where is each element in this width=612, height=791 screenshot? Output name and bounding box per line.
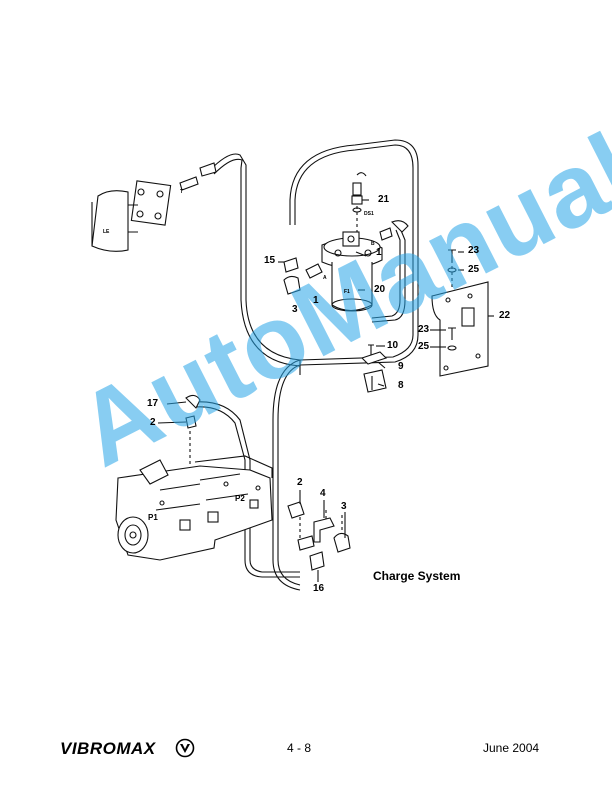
callout-3-upper: 3 bbox=[292, 304, 298, 315]
callout-1-filter: 1 bbox=[376, 247, 382, 258]
publication-date: June 2004 bbox=[483, 741, 540, 755]
label-f1: F1 bbox=[344, 289, 350, 295]
callout-17: 17 bbox=[147, 398, 159, 409]
callout-16: 16 bbox=[313, 583, 325, 594]
label-port-b: B bbox=[371, 241, 375, 247]
hose-filter-right bbox=[371, 227, 406, 323]
switch-ds1 bbox=[351, 172, 367, 213]
callout-20: 20 bbox=[374, 284, 386, 295]
callout-3-lower: 3 bbox=[341, 501, 347, 512]
clamp-8 bbox=[363, 369, 387, 393]
callout-2-lower: 2 bbox=[297, 477, 303, 488]
callout-25-lower: 25 bbox=[418, 341, 430, 352]
callout-1-fitting: 1 bbox=[313, 295, 319, 306]
callout-15: 15 bbox=[264, 255, 276, 266]
vibromax-v-logo-icon bbox=[175, 738, 195, 758]
callout-2-upper: 2 bbox=[150, 417, 156, 428]
fitting-t bbox=[179, 176, 199, 191]
label-p1: P1 bbox=[148, 513, 158, 522]
callout-10: 10 bbox=[387, 340, 399, 351]
mounting-plate-22 bbox=[431, 281, 489, 377]
page-number: 4 - 8 bbox=[287, 741, 312, 755]
filter-f1 bbox=[321, 231, 383, 312]
callout-22: 22 bbox=[499, 310, 511, 321]
brand-name: VIBROMAX bbox=[60, 739, 156, 758]
hose-top-loop bbox=[209, 153, 301, 375]
label-port-a: A bbox=[323, 275, 327, 281]
le-bracket bbox=[91, 180, 172, 252]
label-ds1: DS1 bbox=[364, 211, 374, 217]
callout-23-upper: 23 bbox=[468, 245, 480, 256]
callout-9: 9 bbox=[398, 361, 404, 372]
bracket-9 bbox=[360, 351, 388, 365]
label-port-t: T bbox=[180, 189, 184, 195]
callout-4: 4 bbox=[320, 488, 326, 499]
label-p2: P2 bbox=[235, 494, 245, 503]
hose-return-loop bbox=[277, 139, 419, 586]
pump-assembly bbox=[115, 455, 273, 561]
callout-21: 21 bbox=[378, 194, 390, 205]
callout-23-lower: 23 bbox=[418, 324, 430, 335]
callout-8: 8 bbox=[398, 380, 404, 391]
label-le: LE bbox=[103, 229, 110, 235]
callout-25-upper: 25 bbox=[468, 264, 480, 275]
diagram-caption: Charge System bbox=[373, 569, 461, 583]
